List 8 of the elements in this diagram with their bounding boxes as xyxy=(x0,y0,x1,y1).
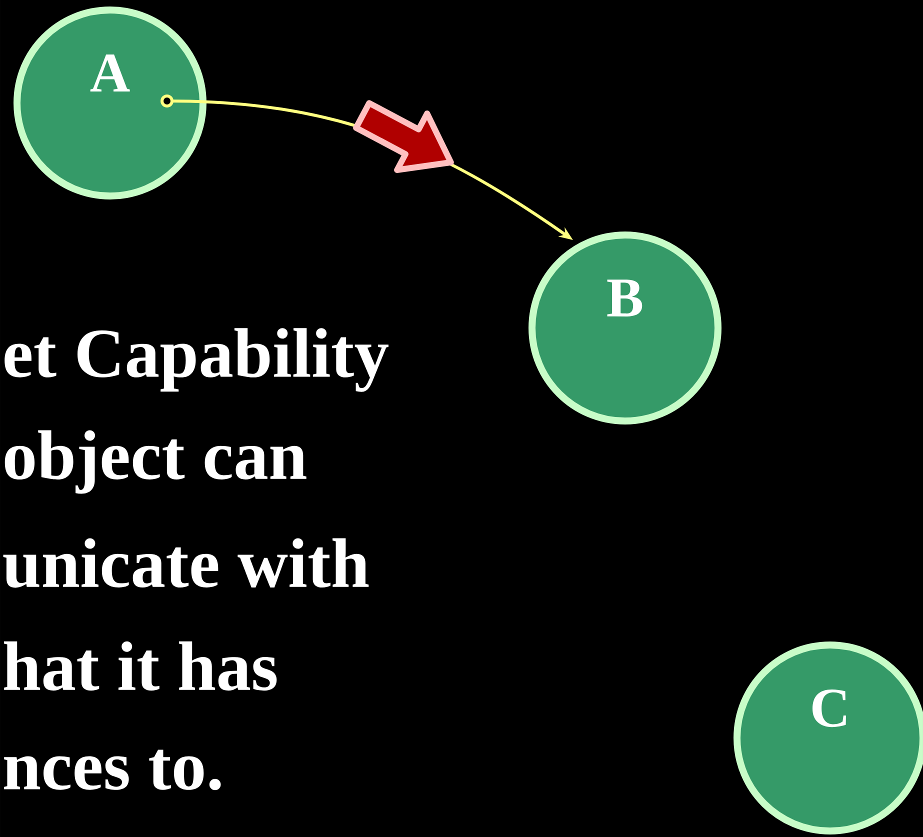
body-text: nces to. xyxy=(4,750,221,790)
body-text: unicate with xyxy=(3,538,369,588)
circle-node: A xyxy=(14,6,206,200)
body-text: object can xyxy=(4,430,306,494)
circle-node: C xyxy=(734,641,923,834)
body-text: hat it has xyxy=(4,641,277,691)
circle-node: B xyxy=(528,232,722,424)
body-text: et Capability xyxy=(4,328,388,392)
